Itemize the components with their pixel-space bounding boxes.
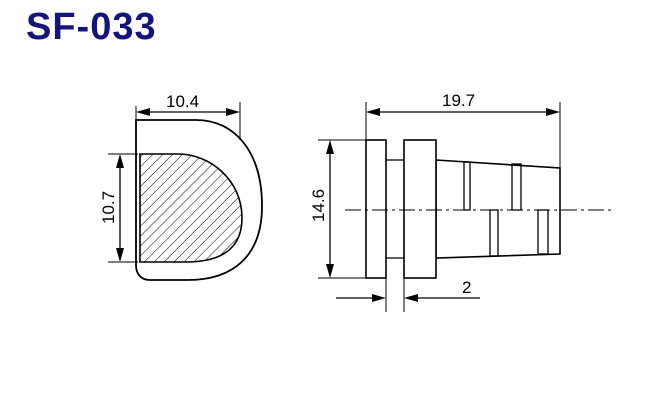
- side-length-arrow-left: [366, 108, 380, 116]
- side-length-arrow-right: [546, 108, 560, 116]
- front-height-arrow-bottom: [116, 248, 124, 262]
- side-flange-front: [365, 139, 387, 279]
- side-height-arrow-top: [326, 140, 334, 154]
- front-width-label: 10.4: [166, 92, 199, 111]
- side-height-label: 14.6: [309, 189, 328, 222]
- front-width-arrow-left: [136, 108, 150, 116]
- front-height-label: 10.7: [99, 191, 118, 224]
- side-view: 19.7 14.6 2: [309, 91, 612, 312]
- page-title: SF-033: [26, 6, 157, 48]
- gap-label: 2: [462, 278, 471, 297]
- side-height-arrow-bottom: [326, 264, 334, 278]
- front-width-arrow-right: [226, 108, 240, 116]
- front-outer-shell: [135, 119, 263, 281]
- gap-arrow-right: [404, 294, 418, 302]
- side-length-label: 19.7: [442, 91, 475, 110]
- front-view: 10.4 10.7: [99, 92, 263, 281]
- front-height-arrow-top: [116, 154, 124, 168]
- front-hatched-core: [139, 153, 243, 263]
- side-flange-rear: [403, 139, 437, 279]
- gap-arrow-left: [372, 294, 386, 302]
